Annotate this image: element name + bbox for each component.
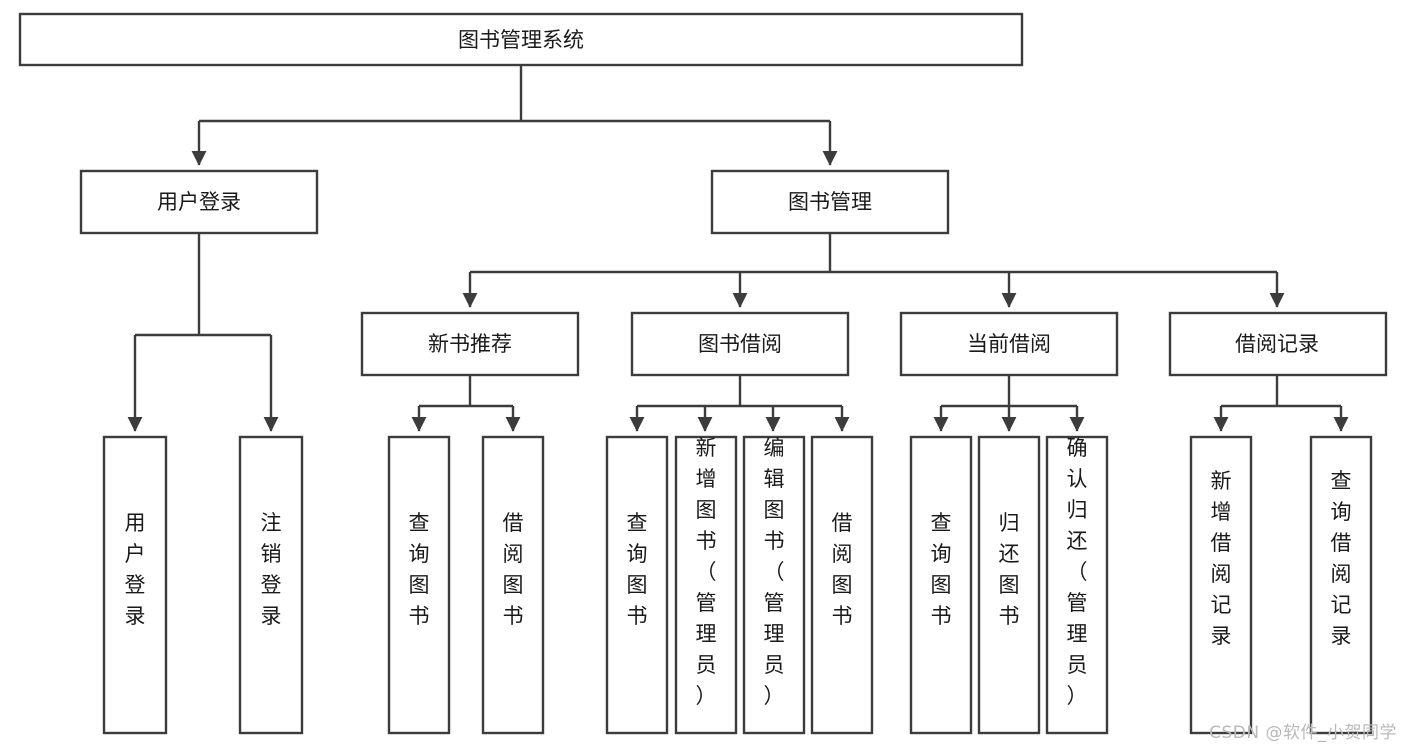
- node-leaf-confirm-return[interactable]: 确认归还（管理员）: [1045, 435, 1109, 735]
- node-book-manage-label: 图书管理: [788, 190, 872, 214]
- node-leaf-query-book-1-box[interactable]: [387, 435, 451, 735]
- node-leaf-query-book-2[interactable]: 查询图书: [605, 435, 669, 735]
- node-leaf-return-book-box[interactable]: [977, 435, 1041, 735]
- node-leaf-edit-book-box[interactable]: [742, 435, 806, 735]
- connector-layer: [127, 65, 1349, 432]
- node-leaf-add-record[interactable]: 新增借阅记录: [1189, 435, 1253, 735]
- node-current-borrow-label: 当前借阅: [967, 332, 1051, 356]
- node-new-book-rec-box[interactable]: [360, 311, 580, 377]
- node-leaf-add-book-box[interactable]: [674, 435, 738, 735]
- node-leaf-borrow-book-2[interactable]: 借阅图书: [810, 435, 874, 735]
- node-leaf-edit-book-label: 编辑图书（管理员）: [764, 436, 785, 708]
- node-leaf-add-book[interactable]: 新增图书（管理员）: [674, 435, 738, 735]
- node-leaf-query-book-1[interactable]: 查询图书: [387, 435, 451, 735]
- node-current-borrow[interactable]: 当前借阅: [899, 311, 1119, 377]
- node-leaf-query-book-3-box[interactable]: [909, 435, 973, 735]
- node-leaf-borrow-book-1-label: 借阅图书: [503, 511, 524, 628]
- node-leaf-query-book-2-box[interactable]: [605, 435, 669, 735]
- node-leaf-add-record-box[interactable]: [1189, 435, 1253, 735]
- node-current-borrow-box[interactable]: [899, 311, 1119, 377]
- node-root[interactable]: 图书管理系统: [18, 12, 1024, 67]
- node-new-book-rec[interactable]: 新书推荐: [360, 311, 580, 377]
- node-leaf-logout-label: 注销登录: [261, 511, 282, 628]
- node-book-borrow-box[interactable]: [630, 311, 850, 377]
- node-leaf-user-login-label: 用户登录: [125, 511, 146, 628]
- node-leaf-logout-box[interactable]: [238, 435, 304, 735]
- node-leaf-logout[interactable]: 注销登录: [238, 435, 304, 735]
- node-leaf-return-book[interactable]: 归还图书: [977, 435, 1041, 735]
- node-leaf-borrow-book-2-box[interactable]: [810, 435, 874, 735]
- node-user-login-label: 用户登录: [157, 190, 241, 214]
- node-user-login[interactable]: 用户登录: [79, 169, 319, 235]
- node-leaf-confirm-return-label: 确认归还（管理员）: [1067, 436, 1088, 708]
- node-leaf-query-book-2-label: 查询图书: [627, 511, 648, 628]
- node-leaf-return-book-label: 归还图书: [999, 511, 1020, 628]
- node-leaf-add-record-label: 新增借阅记录: [1211, 469, 1232, 648]
- node-leaf-borrow-book-1[interactable]: 借阅图书: [481, 435, 545, 735]
- node-leaf-query-record-label: 查询借阅记录: [1331, 469, 1352, 648]
- node-leaf-query-record[interactable]: 查询借阅记录: [1309, 435, 1373, 735]
- node-root-label: 图书管理系统: [458, 28, 584, 52]
- node-book-manage-box[interactable]: [710, 169, 950, 235]
- node-leaf-user-login[interactable]: 用户登录: [102, 435, 168, 735]
- node-borrow-record-label: 借阅记录: [1235, 332, 1319, 356]
- node-leaf-confirm-return-box[interactable]: [1045, 435, 1109, 735]
- node-leaf-user-login-box[interactable]: [102, 435, 168, 735]
- node-user-login-box[interactable]: [79, 169, 319, 235]
- node-book-manage[interactable]: 图书管理: [710, 169, 950, 235]
- node-book-borrow[interactable]: 图书借阅: [630, 311, 850, 377]
- node-leaf-query-book-1-label: 查询图书: [409, 511, 430, 628]
- csdn-watermark: CSDN @软件_小贺同学: [1209, 723, 1397, 743]
- node-leaf-query-book-3[interactable]: 查询图书: [909, 435, 973, 735]
- node-leaf-add-book-label: 新增图书（管理员）: [696, 436, 717, 708]
- node-leaf-query-book-3-label: 查询图书: [931, 511, 952, 628]
- node-leaf-edit-book[interactable]: 编辑图书（管理员）: [742, 435, 806, 735]
- node-leaf-borrow-book-1-box[interactable]: [481, 435, 545, 735]
- node-leaf-borrow-book-2-label: 借阅图书: [832, 511, 853, 628]
- node-borrow-record-box[interactable]: [1168, 311, 1388, 377]
- node-book-borrow-label: 图书借阅: [698, 332, 782, 356]
- node-new-book-rec-label: 新书推荐: [428, 332, 512, 356]
- node-root-box[interactable]: [18, 12, 1024, 67]
- node-leaf-query-record-box[interactable]: [1309, 435, 1373, 735]
- node-borrow-record[interactable]: 借阅记录: [1168, 311, 1388, 377]
